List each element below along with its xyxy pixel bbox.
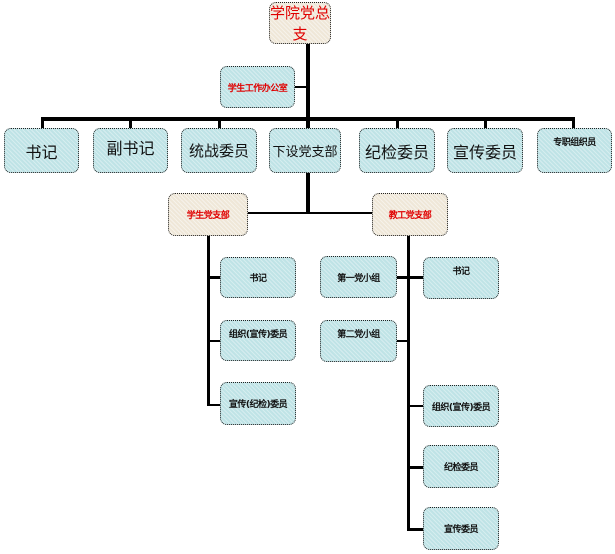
level1-secretary-node[interactable]: 书记: [4, 128, 79, 173]
connector-faculty-c3: [407, 528, 423, 531]
level1-publicity-member-node[interactable]: 宣传委员: [447, 128, 523, 173]
root-node-party-committee[interactable]: 学院党总支: [269, 2, 331, 44]
faculty-group-1-node[interactable]: 第一党小组: [320, 256, 397, 298]
connector-l1-0: [41, 117, 44, 129]
connector-office: [295, 86, 307, 88]
connector-student-c2: [207, 404, 220, 406]
connector-faculty-trunk: [407, 235, 410, 531]
connector-l1-2: [218, 117, 221, 129]
level1-discipline-member-node[interactable]: 纪检委员: [359, 128, 435, 173]
connector-l1-4: [396, 117, 399, 129]
connector-branch-bus: [247, 212, 372, 214]
connector-level1-bus: [41, 117, 575, 121]
connector-l1-6: [572, 117, 575, 129]
level1-sub-branches-node[interactable]: 下设党支部: [269, 128, 341, 173]
connector-faculty-c2: [407, 466, 423, 469]
faculty-publicity-member-node[interactable]: 宣传委员: [423, 507, 499, 550]
faculty-branch-node[interactable]: 教工党支部: [372, 193, 448, 236]
connector-l1-5: [484, 117, 487, 129]
level1-united-front-member-node[interactable]: 统战委员: [181, 128, 257, 173]
student-affairs-office-node[interactable]: 学生工作办公室: [220, 66, 295, 108]
connector-faculty-c1: [407, 405, 423, 407]
connector-student-c0: [207, 276, 220, 279]
level1-deputy-secretary-node[interactable]: 副书记: [93, 128, 168, 173]
connector-l1-1: [129, 117, 132, 129]
connector-student-c1: [207, 340, 220, 342]
faculty-secretary-node[interactable]: 书记: [423, 257, 499, 299]
connector-student-trunk: [207, 235, 210, 406]
faculty-organization-member-node[interactable]: 组织(宣传)委员: [423, 385, 499, 427]
student-publicity-member-node[interactable]: 宣传(纪检)委员: [220, 382, 296, 425]
student-secretary-node[interactable]: 书记: [220, 257, 296, 298]
connector-faculty-g1: [396, 340, 408, 342]
student-organization-member-node[interactable]: 组织(宣传)委员: [220, 320, 296, 361]
level1-fulltime-organizer-node[interactable]: 专职组织员: [537, 128, 612, 173]
faculty-discipline-member-node[interactable]: 纪检委员: [423, 445, 499, 488]
student-branch-node[interactable]: 学生党支部: [168, 193, 248, 236]
faculty-group-2-node[interactable]: 第二党小组: [320, 320, 397, 362]
connector-faculty-g0: [396, 276, 423, 279]
